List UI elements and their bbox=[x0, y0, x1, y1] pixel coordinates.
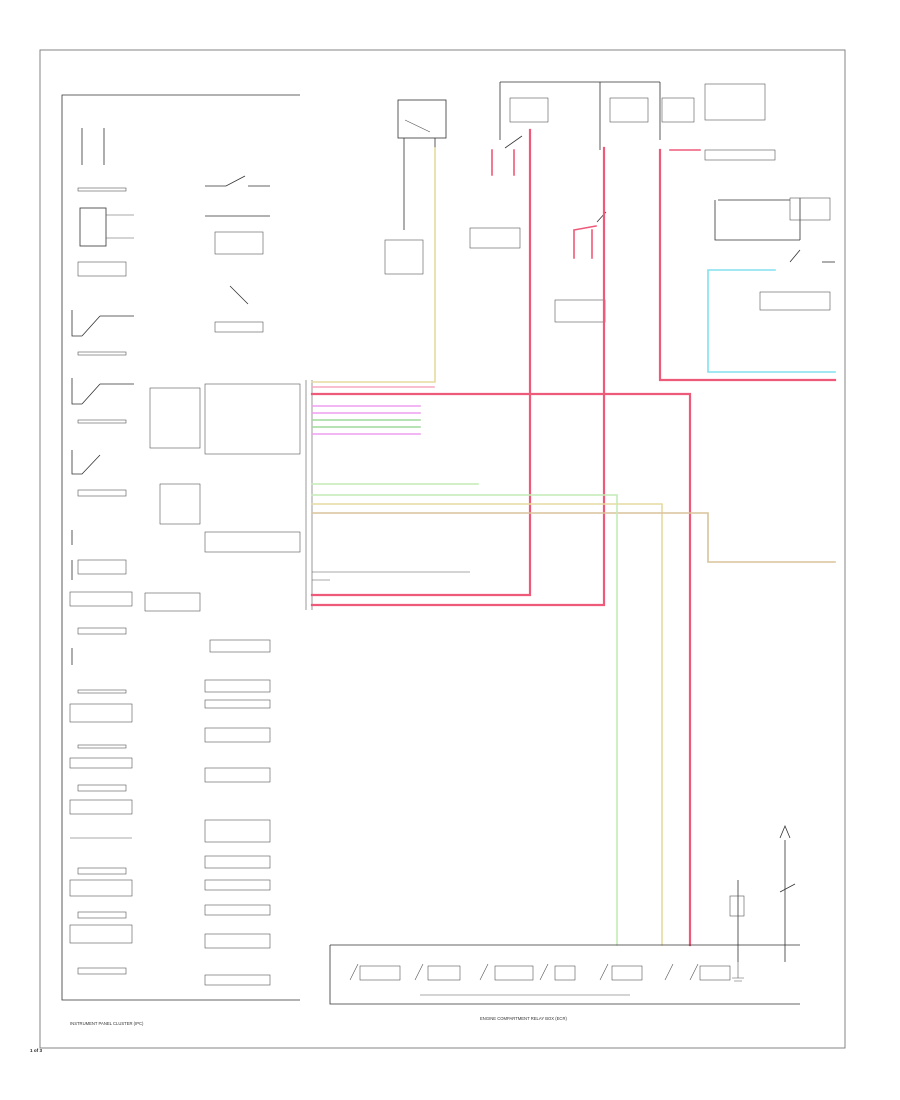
wire-red-1 bbox=[310, 392, 692, 947]
wire-tan-1 bbox=[311, 512, 836, 563]
fuse-relay-area bbox=[384, 81, 835, 323]
wire-red-6 bbox=[573, 225, 597, 259]
instrument-panel-cluster bbox=[61, 94, 301, 1001]
wire-red-3 bbox=[310, 128, 532, 597]
page-tag: 1 of 3 bbox=[30, 1048, 42, 1053]
wire-cyan-1 bbox=[707, 269, 836, 373]
wires bbox=[310, 128, 837, 947]
wire-green-3 bbox=[311, 494, 618, 946]
bottom-right-components bbox=[729, 824, 796, 982]
wire-red-4 bbox=[310, 146, 606, 607]
cluster-connector bbox=[305, 380, 313, 610]
cluster-caption: INSTRUMENT PANEL CLUSTER (IPC) bbox=[70, 1021, 144, 1026]
wire-yellow-1 bbox=[311, 147, 436, 383]
diagram-border bbox=[39, 49, 846, 1049]
wire-red-5 bbox=[491, 149, 515, 176]
engine-compartment-relay-box bbox=[329, 944, 800, 1005]
module-caption: ENGINE COMPARTMENT RELAY BOX (ECR) bbox=[480, 1016, 567, 1021]
wire-red-2 bbox=[658, 148, 837, 382]
wire-yellow-2 bbox=[311, 503, 663, 946]
